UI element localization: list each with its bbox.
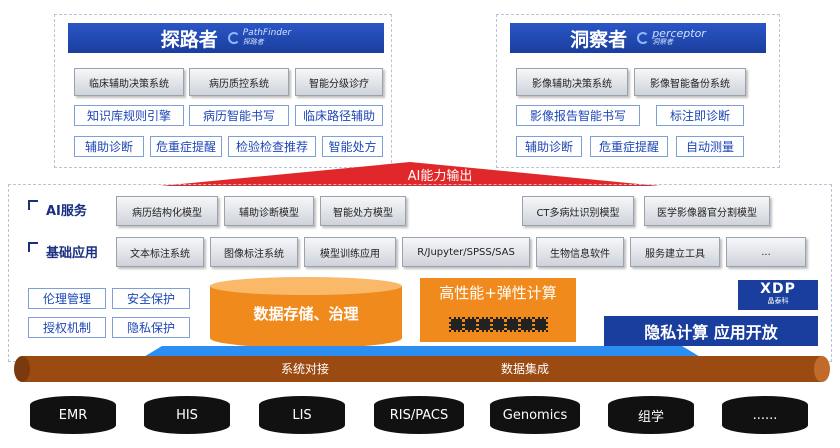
data-pipe xyxy=(14,346,830,382)
ai-service-label: AI服务 xyxy=(28,200,98,219)
chip-icon xyxy=(462,316,478,332)
perceptor-logo-text: perceptor xyxy=(652,27,706,40)
xdp-logo-text: XDP xyxy=(760,281,796,297)
storage-label: 数据存储、治理 xyxy=(253,304,359,323)
img-critical-box: 危重症提醒 xyxy=(590,136,668,157)
perceptor-logo: perceptor 洞察者 xyxy=(637,27,706,47)
ai-service-bracket-icon xyxy=(28,200,38,210)
source-ris-pacs: RIS/PACS xyxy=(374,396,464,434)
ai-model-ct: CT多病灶识别模型 xyxy=(522,196,634,226)
pipe-label-right: 数据集成 xyxy=(500,361,549,376)
base-app-bracket-icon xyxy=(28,242,38,252)
ai-output-label: AI能力输出 xyxy=(407,168,473,184)
app-stats-tools: R/Jupyter/SPSS/SAS xyxy=(402,237,530,267)
source-lis: LIS xyxy=(259,396,345,434)
app-more: ... xyxy=(726,237,806,267)
ai-model-record: 病历结构化模型 xyxy=(116,196,218,226)
source-genomics: Genomics xyxy=(490,396,580,434)
compute-panel xyxy=(420,278,576,342)
pathfinder-logo: PathFinder 探路者 xyxy=(227,28,292,47)
auto-measure-box: 自动测量 xyxy=(676,136,744,157)
security-box: 安全保护 xyxy=(112,288,190,309)
app-bioinfo: 生物信息软件 xyxy=(536,237,624,267)
chip-icon xyxy=(518,316,534,332)
smart-record-box: 病历智能书写 xyxy=(189,105,289,126)
pathfinder-logo-sub: 探路者 xyxy=(242,38,264,46)
source-his: HIS xyxy=(144,396,230,434)
pipe-right-cap xyxy=(814,356,830,382)
pipe-label-left: 系统对接 xyxy=(280,361,329,376)
pathfinder-logo-text: PathFinder xyxy=(242,28,292,38)
ai-output-arrow xyxy=(160,162,660,186)
tiered-care-box: 智能分级诊疗 xyxy=(295,68,383,96)
ai-model-organ: 医学影像器官分割模型 xyxy=(644,196,770,226)
imaging-backup-box: 影像智能备份系统 xyxy=(634,68,746,96)
ai-output-arrow-shape xyxy=(160,162,660,186)
privacy-banner: 隐私计算 应用开放 xyxy=(604,316,818,346)
xdp-logo-sub: 晶泰科 xyxy=(767,297,789,305)
app-text-label: 文本标注系统 xyxy=(116,237,204,267)
app-image-label: 图像标注系统 xyxy=(210,237,298,267)
xdp-logo: XDP 晶泰科 xyxy=(738,280,818,310)
img-assist-diag-box: 辅助诊断 xyxy=(516,136,582,157)
source-emr: EMR xyxy=(30,396,116,434)
lab-recommend-box: 检验检查推荐 xyxy=(228,136,316,157)
clinical-decision-box: 临床辅助决策系统 xyxy=(74,68,184,96)
pathfinder-banner: 探路者 PathFinder 探路者 xyxy=(68,23,384,53)
storage-cylinder-top xyxy=(210,277,402,295)
critical-alert-box: 危重症提醒 xyxy=(150,136,222,157)
chip-row-icon xyxy=(438,314,558,334)
smart-rx-box: 智能处方 xyxy=(322,136,383,157)
source-more: ...... xyxy=(722,396,808,434)
ai-model-rx: 智能处方模型 xyxy=(320,196,406,226)
chip-icon xyxy=(490,316,506,332)
pathfinder-panel xyxy=(54,14,392,168)
record-qc-box: 病历质控系统 xyxy=(189,68,289,96)
chip-icon xyxy=(504,316,520,332)
privacy-protect-box: 隐私保护 xyxy=(112,317,190,338)
label-diag-box: 标注即诊断 xyxy=(656,105,744,126)
pathfinder-title: 探路者 xyxy=(160,28,218,51)
perceptor-title: 洞察者 xyxy=(570,28,628,51)
upload-arrow-shape xyxy=(142,346,702,358)
pathfinder-logo-icon xyxy=(227,32,240,44)
imaging-decision-box: 影像辅助决策系统 xyxy=(516,68,628,96)
assist-diag-box: 辅助诊断 xyxy=(74,136,144,157)
ai-service-label-text: AI服务 xyxy=(46,203,87,219)
source-omics: 组学 xyxy=(608,396,694,434)
compute-label: 高性能+弹性计算 xyxy=(439,283,557,302)
perceptor-panel xyxy=(496,14,780,168)
pipe-left-cap xyxy=(14,356,30,382)
app-service-tool: 服务建立工具 xyxy=(630,237,720,267)
storage-cylinder-bottom xyxy=(210,328,402,348)
auth-box: 授权机制 xyxy=(28,317,106,338)
ai-model-diag: 辅助诊断模型 xyxy=(224,196,314,226)
kb-engine-box: 知识库规则引擎 xyxy=(74,105,184,126)
storage-cylinder-icon xyxy=(210,277,402,348)
pipe-body xyxy=(22,356,822,382)
imaging-report-box: 影像报告智能书写 xyxy=(516,105,640,126)
clinical-path-box: 临床路径辅助 xyxy=(295,105,383,126)
chip-icon xyxy=(476,316,492,332)
base-app-label: 基础应用 xyxy=(28,242,118,261)
app-model-train: 模型训练应用 xyxy=(304,237,396,267)
ethics-mgmt-box: 伦理管理 xyxy=(28,288,106,309)
perceptor-logo-icon xyxy=(637,32,650,44)
chip-icon xyxy=(448,316,464,332)
perceptor-banner: 洞察者 perceptor 洞察者 xyxy=(510,23,766,53)
perceptor-logo-sub: 洞察者 xyxy=(652,38,674,46)
base-app-label-text: 基础应用 xyxy=(46,245,99,261)
chip-icon xyxy=(532,316,548,332)
